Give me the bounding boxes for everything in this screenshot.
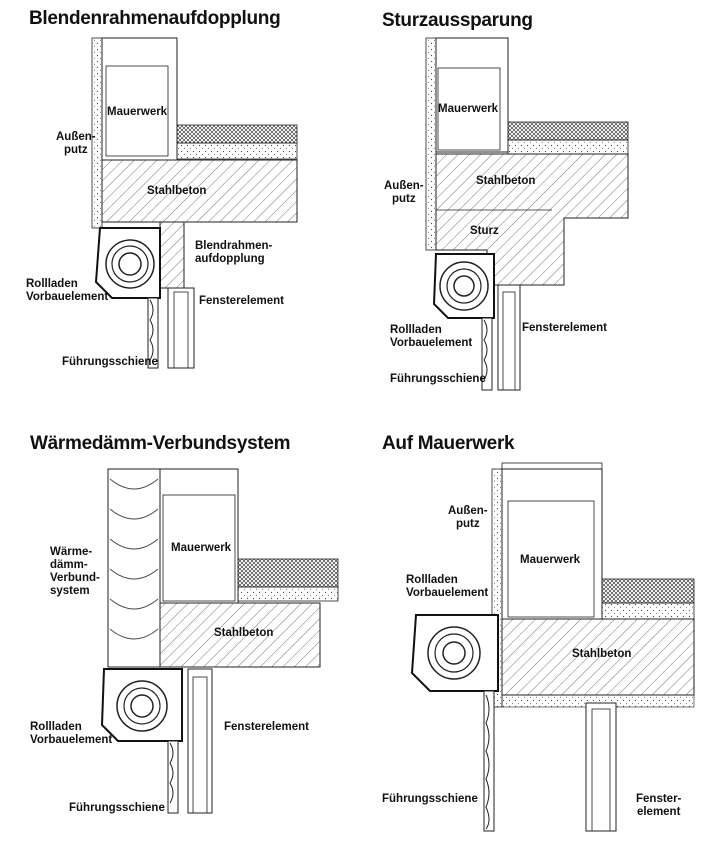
panel-sturzaussparung: Sturzaussparung Mauerwerk Außen- putz St… (352, 0, 704, 429)
section-drawing (425, 37, 629, 391)
label-stahlbeton: Stahlbeton (147, 185, 207, 197)
section-drawing (100, 468, 339, 814)
panel-title: Auf Mauerwerk (382, 433, 515, 454)
label-fensterelement: Fenster- element (636, 793, 682, 818)
label-mauerwerk: Mauerwerk (520, 554, 581, 566)
label-fensterelement: Fensterelement (522, 322, 608, 334)
label-stahlbeton: Stahlbeton (476, 175, 536, 187)
label-rollladen: Rollladen Vorbauelement (390, 324, 473, 349)
label-fuehrungsschiene: Führungsschiene (62, 356, 158, 368)
label-waermedaemm: Wärme- dämm- Verbund- system (50, 546, 100, 597)
label-stahlbeton: Stahlbeton (214, 627, 274, 639)
label-mauerwerk: Mauerwerk (107, 106, 168, 118)
label-aussenputz: Außen- putz (448, 505, 488, 530)
label-rollladen: Rollladen Vorbauelement (26, 278, 109, 303)
panel-auf-mauerwerk: Auf Mauerwerk Außen- putz Rollladen Vorb… (352, 429, 704, 858)
panel-title: Blendenrahmenaufdopplung (29, 8, 281, 29)
label-blendrahmen: Blendrahmen- aufdopplung (195, 240, 273, 265)
label-stahlbeton: Stahlbeton (572, 648, 632, 660)
label-fensterelement: Fensterelement (199, 295, 285, 307)
label-rollladen: Rollladen Vorbauelement (406, 574, 489, 599)
label-fuehrungsschiene: Führungsschiene (390, 373, 486, 385)
section-drawing (410, 462, 695, 832)
label-mauerwerk: Mauerwerk (438, 103, 499, 115)
label-fuehrungsschiene: Führungsschiene (69, 802, 165, 814)
section-drawing (91, 37, 298, 369)
label-fuehrungsschiene: Führungsschiene (382, 793, 478, 805)
label-rollladen: Rollladen Vorbauelement (30, 721, 113, 746)
panel-blendrahmenaufdopplung: Blendenrahmenaufdopplung Mauerwerk Außen… (0, 0, 352, 429)
label-mauerwerk: Mauerwerk (171, 542, 232, 554)
panel-title: Wärmedämm-Verbundsystem (30, 433, 291, 454)
label-sturz: Sturz (470, 225, 499, 237)
label-aussenputz: Außen- putz (384, 180, 424, 205)
panel-waermedaemm-verbundsystem: Wärmedämm-Verbundsystem Wärme- dämm- Ver… (0, 429, 352, 858)
label-fensterelement: Fensterelement (224, 721, 310, 733)
panel-title: Sturzaussparung (382, 10, 533, 31)
label-aussenputz: Außen- putz (56, 131, 96, 156)
